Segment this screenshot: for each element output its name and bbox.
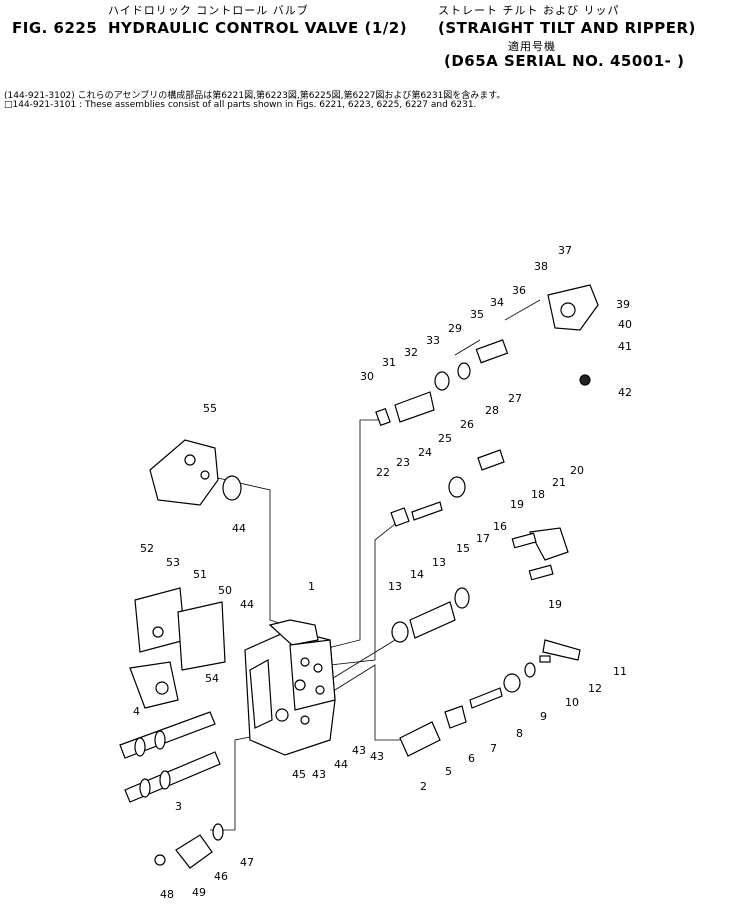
lower-stack <box>399 639 581 757</box>
callout-41: 41 <box>618 340 632 353</box>
callout-50: 50 <box>218 584 232 597</box>
callout-42: 42 <box>618 386 632 399</box>
note-japanese: (144-921-3102) これらのアセンブリの構成部品は第6221図,第62… <box>4 91 506 101</box>
figure-title: HYDRAULIC CONTROL VALVE (1/2) <box>108 19 408 37</box>
callout-24: 24 <box>418 446 432 459</box>
callout-25: 25 <box>438 432 452 445</box>
callout-48: 48 <box>160 888 174 901</box>
note-english: □144-921-3101 : These assemblies consist… <box>4 100 477 110</box>
callout-26: 26 <box>460 418 474 431</box>
serial-number: (D65A SERIAL NO. 45001- ) <box>444 52 685 70</box>
callout-19a: 19 <box>510 498 524 511</box>
valve-body <box>244 619 336 756</box>
upper-stack <box>375 284 599 427</box>
callout-3: 3 <box>175 800 182 813</box>
callout-45: 45 <box>292 768 306 781</box>
title-japanese-main: ハイドロリック コントロール バルブ <box>108 4 309 17</box>
callout-54: 54 <box>205 672 219 685</box>
callout-23: 23 <box>396 456 410 469</box>
callout-18: 18 <box>531 488 545 501</box>
callout-47: 47 <box>240 856 254 869</box>
callout-43a: 43 <box>352 744 366 757</box>
callout-37: 37 <box>558 244 572 257</box>
callout-28: 28 <box>485 404 499 417</box>
callout-31: 31 <box>382 356 396 369</box>
callout-13b: 13 <box>432 556 446 569</box>
callout-5: 5 <box>445 765 452 778</box>
middle-stack <box>390 449 569 643</box>
callout-16: 16 <box>493 520 507 533</box>
callout-19b: 19 <box>548 598 562 611</box>
title-japanese-variant: ストレート チルト および リッパ <box>438 4 620 17</box>
callout-51: 51 <box>193 568 207 581</box>
callout-53: 53 <box>166 556 180 569</box>
callout-34: 34 <box>490 296 504 309</box>
callout-21: 21 <box>552 476 566 489</box>
callout-44b: 44 <box>232 522 246 535</box>
callout-44c: 44 <box>240 598 254 611</box>
callout-20: 20 <box>570 464 584 477</box>
callout-1: 1 <box>308 580 315 593</box>
callout-49: 49 <box>192 886 206 899</box>
callout-6: 6 <box>468 752 475 765</box>
callout-14: 14 <box>410 568 424 581</box>
callout-10: 10 <box>565 696 579 709</box>
callout-numbers: 1 2 3 4 5 6 7 8 9 10 11 12 13 13 14 15 1… <box>133 244 632 901</box>
callout-55: 55 <box>203 402 217 415</box>
callout-38: 38 <box>534 260 548 273</box>
callout-13a: 13 <box>388 580 402 593</box>
callout-46: 46 <box>214 870 228 883</box>
callout-2: 2 <box>420 780 427 793</box>
callout-44a: 44 <box>334 758 348 771</box>
callout-12: 12 <box>588 682 602 695</box>
callout-11: 11 <box>613 665 627 678</box>
pilot-valve <box>149 439 242 506</box>
callout-35: 35 <box>470 308 484 321</box>
callout-8: 8 <box>516 727 523 740</box>
callout-17: 17 <box>476 532 490 545</box>
callout-36: 36 <box>512 284 526 297</box>
applicable-label: 適用号機 <box>508 40 556 53</box>
callout-4: 4 <box>133 705 140 718</box>
callout-9: 9 <box>540 710 547 723</box>
callout-43b: 43 <box>312 768 326 781</box>
callout-43c: 43 <box>370 750 384 763</box>
callout-39: 39 <box>616 298 630 311</box>
callout-29: 29 <box>448 322 462 335</box>
callout-22: 22 <box>376 466 390 479</box>
callout-30: 30 <box>360 370 374 383</box>
figure-variant: (STRAIGHT TILT AND RIPPER) <box>438 19 696 37</box>
callout-40: 40 <box>618 318 632 331</box>
callout-33: 33 <box>426 334 440 347</box>
callout-52: 52 <box>140 542 154 555</box>
callout-7: 7 <box>490 742 497 755</box>
covers <box>129 587 226 709</box>
callout-32: 32 <box>404 346 418 359</box>
callout-15: 15 <box>456 542 470 555</box>
figure-number: FIG. 6225 <box>12 19 98 37</box>
spools <box>119 711 221 803</box>
plate <box>154 823 224 869</box>
callout-27: 27 <box>508 392 522 405</box>
